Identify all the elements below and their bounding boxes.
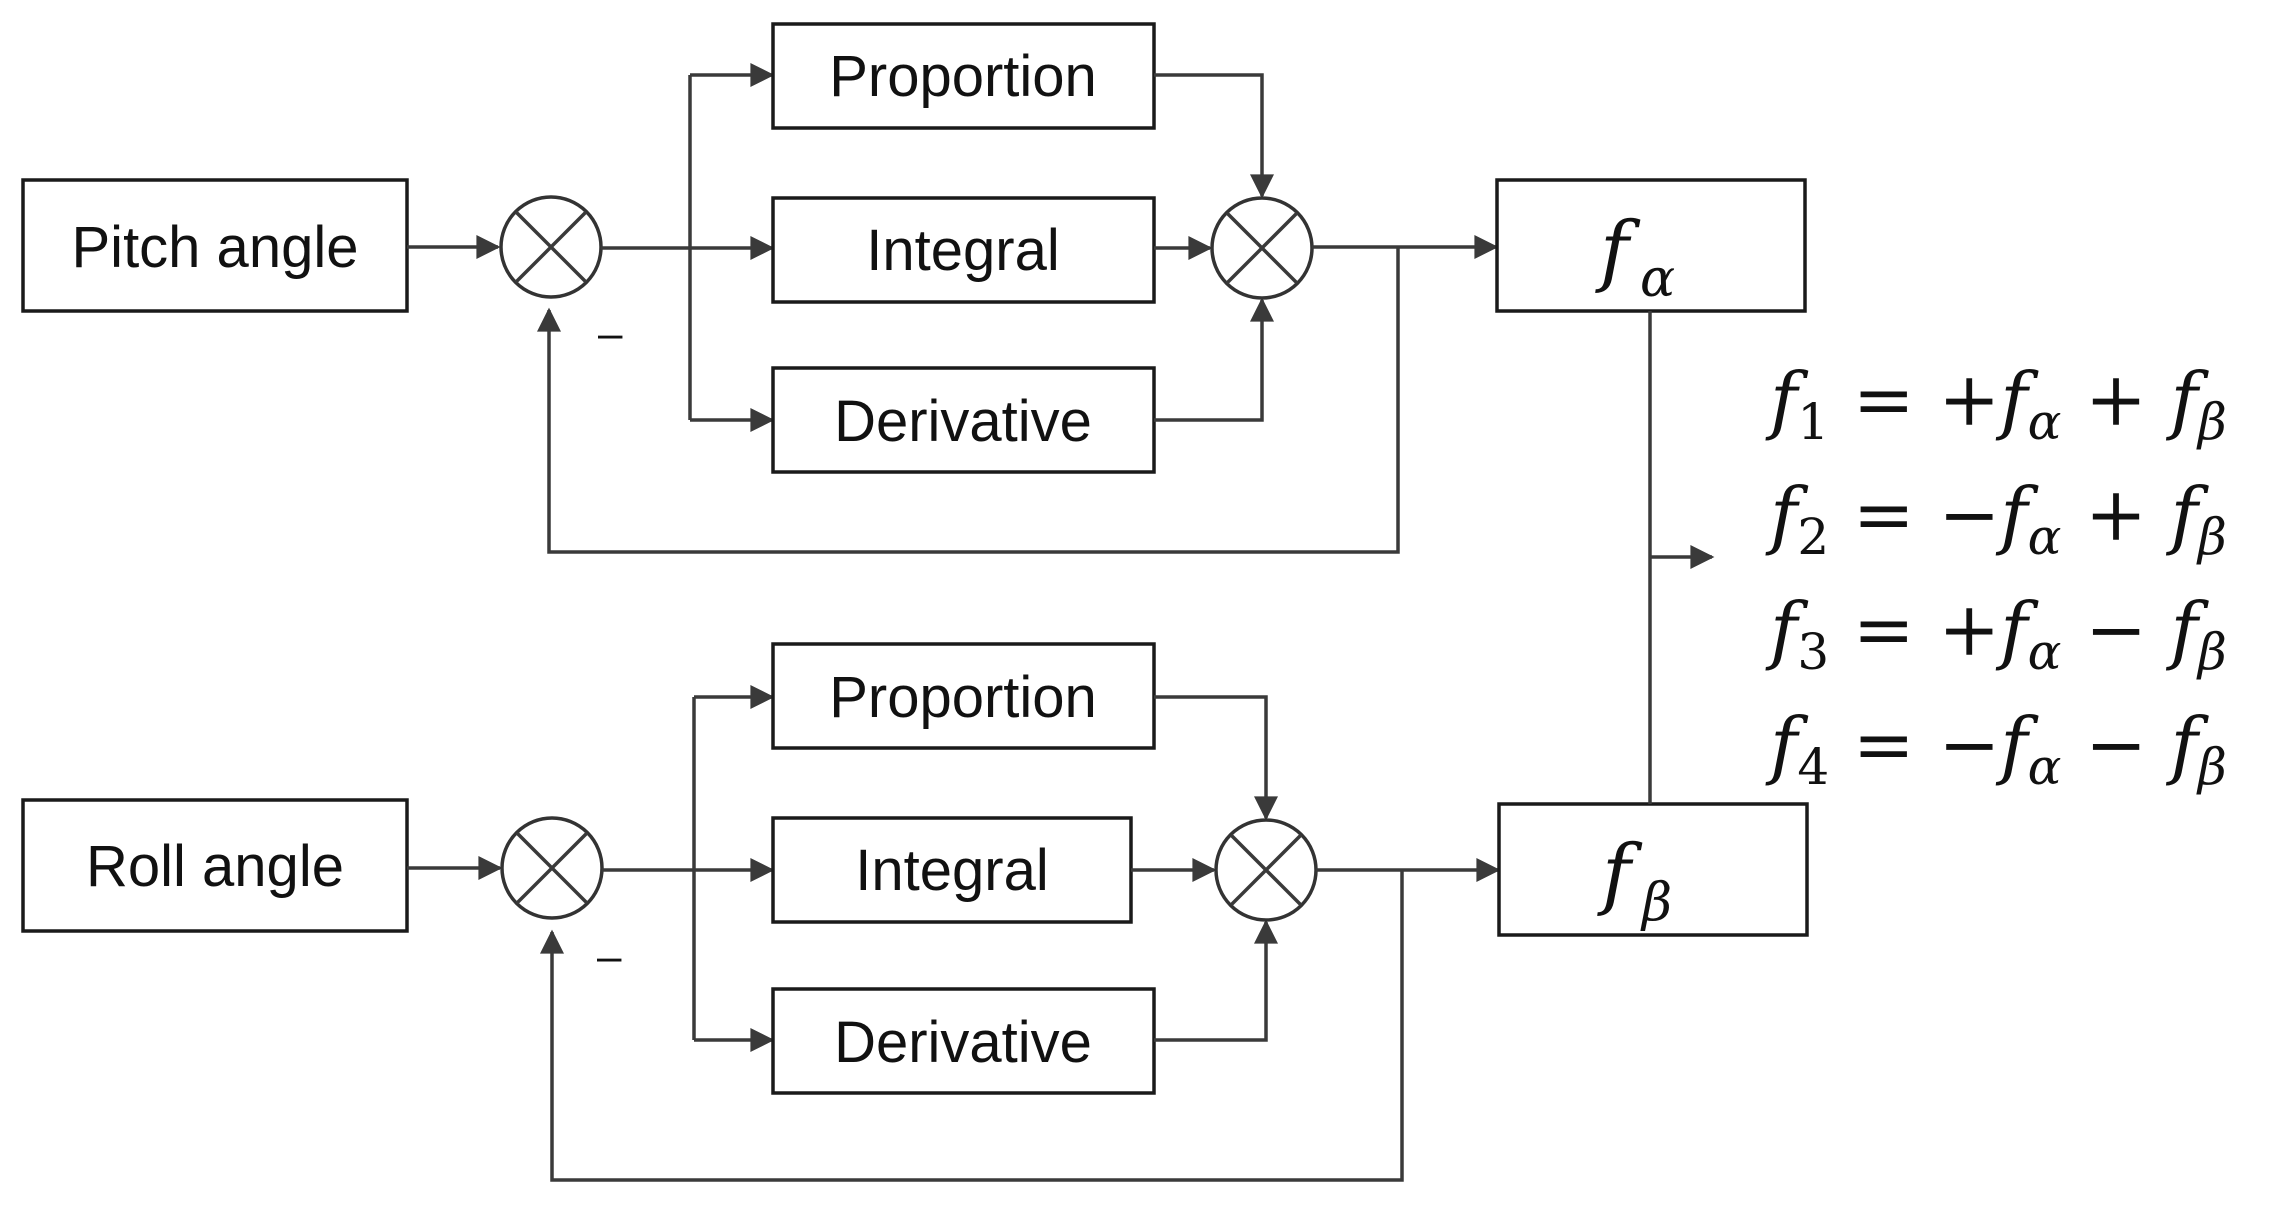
equation-sign-a: + [1938, 357, 2000, 443]
equation-sign-a: − [1938, 472, 2000, 558]
equation-sub-a: α [2028, 738, 2062, 796]
equation-op: − [2061, 702, 2170, 788]
pitch-derivative-out-arrow [1154, 297, 1274, 422]
equation-sub-b: β [2196, 393, 2227, 451]
motor-mixing-equations: f1 = +fα + fβ f2 = −fα + fβ f3 = +fα − f… [1765, 357, 2227, 796]
roll-proportion-label: Proportion [829, 665, 1097, 730]
roll-integral-box [771, 816, 1133, 924]
pitch-integral-box [771, 196, 1156, 304]
equation-sub-a: α [2028, 623, 2062, 681]
equation-op: + [2061, 357, 2170, 443]
roll-derivative-box [771, 987, 1156, 1095]
svg-text:f4 = −fα − fβ: f4 = −fα − fβ [1765, 702, 2227, 796]
roll-loop: Roll angle – Proportion Integral Derivat… [21, 642, 1809, 1182]
f-alpha-subscript: α [1640, 249, 1675, 309]
equation-row: f2 = −fα + fβ [1765, 472, 2227, 566]
equation-row: f1 = +fα + fβ [1765, 357, 2227, 451]
f-beta-subscript: β [1640, 873, 1672, 933]
equation-sub-a: α [2028, 508, 2062, 566]
equation-lhs-subscript: 2 [1797, 508, 1829, 566]
roll-feedback-path [540, 870, 1404, 1182]
roll-error-sum-junction [500, 816, 604, 920]
equation-row: f3 = +fα − fβ [1765, 587, 2227, 681]
equation-sign-a: + [1938, 587, 2000, 673]
roll-pid-sum-junction [1214, 818, 1318, 922]
equation-equals: = [1829, 472, 1938, 558]
pitch-angle-box [21, 178, 409, 313]
equation-equals: = [1829, 357, 1938, 443]
roll-angle-box [21, 798, 409, 933]
f-alpha-box [1495, 178, 1807, 313]
roll-derivative-label: Derivative [834, 1010, 1092, 1075]
svg-text:f3 = +fα − fβ: f3 = +fα − fβ [1765, 587, 2227, 681]
equation-lhs-subscript: 4 [1797, 738, 1829, 796]
roll-proportion-out-arrow [1154, 695, 1278, 821]
equation-row: f4 = −fα − fβ [1765, 702, 2227, 796]
equation-op: + [2061, 472, 2170, 558]
f-beta-box [1497, 802, 1809, 937]
equation-op: − [2061, 587, 2170, 673]
pitch-pid-sum-junction [1210, 196, 1314, 300]
pitch-loop: Pitch angle – Proportion Integral Deriva… [21, 22, 1807, 554]
equation-sub-b: β [2196, 508, 2227, 566]
roll-integral-label: Integral [855, 838, 1048, 903]
equation-equals: = [1829, 587, 1938, 673]
pitch-derivative-label: Derivative [834, 389, 1092, 454]
mixer [1648, 311, 1715, 804]
pitch-integral-label: Integral [866, 218, 1059, 283]
equation-equals: = [1829, 702, 1938, 788]
pitch-feedback-sign: – [598, 309, 623, 358]
equation-sub-b: β [2196, 623, 2227, 681]
equation-sign-a: − [1938, 702, 2000, 788]
equation-lhs-subscript: 3 [1797, 623, 1829, 681]
pitch-proportion-label: Proportion [829, 44, 1097, 109]
equation-sub-b: β [2196, 738, 2227, 796]
equation-sub-a: α [2028, 393, 2062, 451]
equation-lhs-subscript: 1 [1797, 393, 1829, 451]
svg-text:f2 = −fα + fβ: f2 = −fα + fβ [1765, 472, 2227, 566]
pitch-proportion-out-arrow [1154, 73, 1274, 199]
pitch-error-sum-junction [499, 195, 603, 299]
roll-proportion-box [771, 642, 1156, 750]
pitch-angle-label: Pitch angle [72, 215, 359, 280]
roll-derivative-out-arrow [1154, 919, 1278, 1042]
roll-feedback-sign: – [597, 932, 622, 981]
svg-text:f1 = +fα + fβ: f1 = +fα + fβ [1765, 357, 2227, 451]
pitch-derivative-box [771, 366, 1156, 474]
pitch-feedback-path [537, 247, 1400, 554]
roll-angle-label: Roll angle [86, 834, 344, 899]
pitch-proportion-box [771, 22, 1156, 130]
